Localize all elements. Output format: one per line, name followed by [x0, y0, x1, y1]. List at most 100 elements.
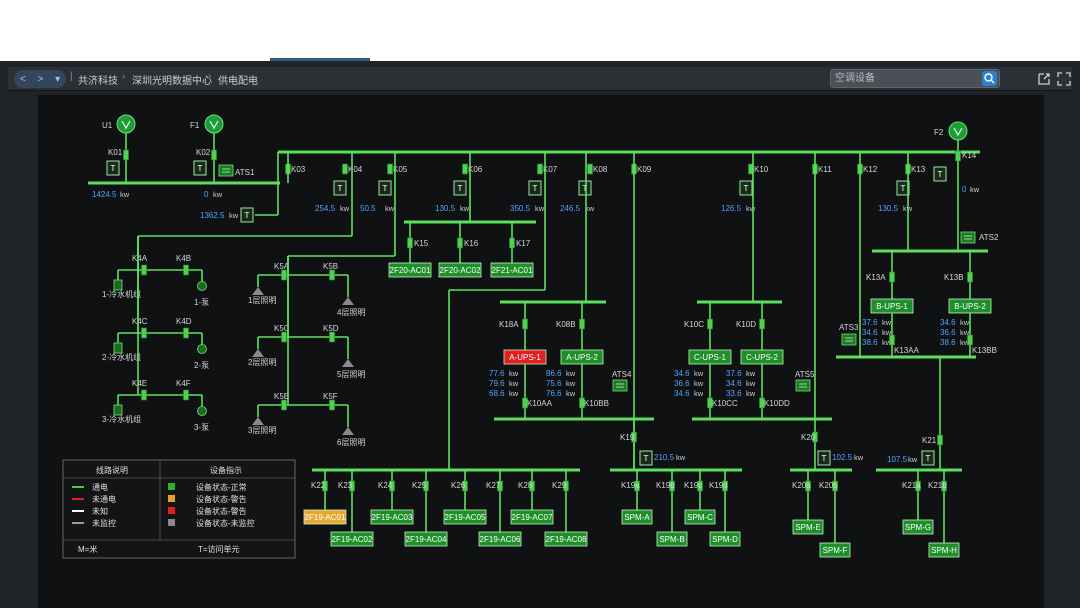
spm-box[interactable]: [684, 509, 716, 525]
breaker-k16[interactable]: [457, 237, 463, 249]
spm-box[interactable]: [902, 519, 934, 535]
access-unit-k21[interactable]: [921, 450, 935, 466]
breaker-k19b[interactable]: [669, 480, 675, 492]
breaker-k26[interactable]: [462, 480, 468, 492]
breaker-k07[interactable]: [537, 163, 543, 175]
breaker-k13b[interactable]: [967, 271, 973, 283]
breaker-k5b[interactable]: [329, 269, 335, 281]
forward-button[interactable]: >: [37, 73, 44, 85]
access-unit-k04[interactable]: [333, 180, 347, 196]
spm-box[interactable]: [819, 542, 851, 558]
chiller-icon[interactable]: [113, 279, 123, 291]
fan-icon[interactable]: [948, 121, 968, 141]
lamp-icon[interactable]: [252, 287, 264, 295]
breaker-k19[interactable]: [631, 431, 637, 443]
breadcrumb-item-3[interactable]: 供电配电: [218, 76, 258, 87]
breaker-k20[interactable]: [812, 431, 818, 443]
access-unit-f1[interactable]: [193, 160, 207, 176]
ac-unit-box[interactable]: [330, 531, 374, 547]
breaker-k4b[interactable]: [183, 264, 189, 276]
ac-unit-box[interactable]: [388, 262, 432, 278]
access-unit-u1[interactable]: [106, 160, 120, 176]
ats-icon[interactable]: [960, 231, 976, 244]
breaker-k13aa[interactable]: [889, 334, 895, 346]
lamp-icon[interactable]: [252, 417, 264, 425]
breaker-k28[interactable]: [529, 480, 535, 492]
spm-box[interactable]: [928, 542, 960, 558]
ac-unit-box[interactable]: [490, 262, 534, 278]
breaker-k02[interactable]: [211, 149, 217, 161]
breaker-k21a[interactable]: [915, 480, 921, 492]
breaker-k21[interactable]: [937, 434, 943, 446]
access-unit-k10[interactable]: [739, 180, 753, 196]
ats-icon[interactable]: [841, 333, 857, 346]
breaker-k21b[interactable]: [941, 480, 947, 492]
breaker-k13a[interactable]: [889, 271, 895, 283]
breaker-k10dd[interactable]: [759, 397, 765, 409]
fan-icon[interactable]: [204, 114, 224, 134]
breaker-k19c[interactable]: [697, 480, 703, 492]
access-unit-f2[interactable]: [933, 166, 947, 182]
breaker-k4e[interactable]: [141, 389, 147, 401]
ac-unit-box[interactable]: [303, 509, 347, 525]
breaker-k29[interactable]: [563, 480, 569, 492]
spm-box[interactable]: [709, 531, 741, 547]
ac-unit-box[interactable]: [438, 262, 482, 278]
nav-menu-button[interactable]: ▾: [55, 73, 61, 85]
access-unit-f1b[interactable]: [240, 207, 254, 223]
pump-icon[interactable]: [197, 406, 207, 416]
chiller-icon[interactable]: [113, 342, 123, 354]
ac-unit-box[interactable]: [370, 509, 414, 525]
breaker-k22[interactable]: [322, 480, 328, 492]
breaker-k18a[interactable]: [522, 318, 528, 330]
breaker-k13bb[interactable]: [967, 334, 973, 346]
breaker-k4a[interactable]: [141, 264, 147, 276]
breaker-k10c[interactable]: [707, 318, 713, 330]
search-icon[interactable]: [982, 71, 997, 86]
breaker-k20b[interactable]: [832, 480, 838, 492]
expand-icon[interactable]: [1056, 71, 1072, 87]
breaker-k23[interactable]: [349, 480, 355, 492]
breaker-k25[interactable]: [423, 480, 429, 492]
breaker-k5e[interactable]: [281, 399, 287, 411]
breaker-k5c[interactable]: [281, 331, 287, 343]
breaker-k15[interactable]: [407, 237, 413, 249]
ats-icon[interactable]: [218, 164, 234, 177]
access-unit-k19[interactable]: [639, 450, 653, 466]
lamp-icon[interactable]: [342, 427, 354, 435]
lamp-icon[interactable]: [252, 349, 264, 357]
breaker-k06[interactable]: [462, 163, 468, 175]
spm-box[interactable]: [656, 531, 688, 547]
ac-unit-box[interactable]: [478, 531, 522, 547]
breaker-k5d[interactable]: [329, 331, 335, 343]
ac-unit-box[interactable]: [404, 531, 448, 547]
spm-box[interactable]: [792, 519, 824, 535]
access-unit-k20[interactable]: [817, 450, 831, 466]
breaker-k4d[interactable]: [183, 327, 189, 339]
access-unit-k08[interactable]: [578, 180, 592, 196]
breaker-k05[interactable]: [387, 163, 393, 175]
breaker-k24[interactable]: [389, 480, 395, 492]
access-unit-k07[interactable]: [528, 180, 542, 196]
spm-box[interactable]: [621, 509, 653, 525]
ac-unit-box[interactable]: [510, 509, 554, 525]
breaker-k14[interactable]: [955, 150, 961, 162]
breaker-k20a[interactable]: [805, 480, 811, 492]
breaker-k10aa[interactable]: [522, 397, 528, 409]
breaker-k08[interactable]: [587, 163, 593, 175]
lamp-icon[interactable]: [342, 297, 354, 305]
breaker-k10d[interactable]: [759, 318, 765, 330]
access-unit-k13[interactable]: [896, 180, 910, 196]
ats-icon[interactable]: [612, 379, 628, 392]
chiller-icon[interactable]: [113, 404, 123, 416]
access-unit-k06[interactable]: [453, 180, 467, 196]
breaker-k27[interactable]: [497, 480, 503, 492]
access-unit-k05[interactable]: [378, 180, 392, 196]
pump-icon[interactable]: [197, 344, 207, 354]
back-button[interactable]: <: [19, 73, 26, 85]
breaker-k4c[interactable]: [141, 327, 147, 339]
breaker-k5f[interactable]: [329, 399, 335, 411]
breaker-k19a[interactable]: [634, 480, 640, 492]
ac-unit-box[interactable]: [544, 531, 588, 547]
breaker-k17[interactable]: [509, 237, 515, 249]
